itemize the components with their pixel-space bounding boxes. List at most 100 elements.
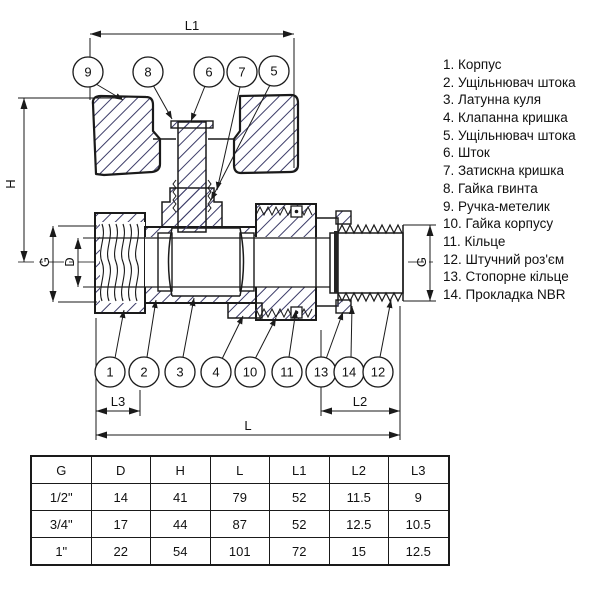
svg-text:1: 1 (106, 365, 113, 380)
stem (177, 121, 207, 233)
part-item: 9. Ручка-метелик (443, 198, 550, 214)
cell: 15 (328, 537, 389, 566)
svg-text:3: 3 (176, 365, 183, 380)
callout-9: 9 (72, 56, 104, 88)
svg-text:14: 14 (342, 365, 356, 380)
valve-drawing-area: L1 H G D G L3 L2 L 9 (3, 18, 438, 440)
cell: 12.5 (388, 537, 449, 566)
cell: 44 (150, 510, 211, 538)
part-item: 4. Клапанна кришка (443, 110, 568, 126)
cell: 87 (209, 510, 270, 538)
svg-text:6: 6 (205, 65, 212, 80)
col-header-h: H (150, 455, 211, 484)
cell: 11.5 (328, 483, 389, 511)
callout-6: 6 (193, 56, 225, 88)
callout-4: 4 (200, 356, 232, 388)
cell: 1/2" (30, 483, 92, 511)
dim-label-g-left: G (37, 257, 52, 267)
part-item: 3. Латунна куля (443, 92, 542, 108)
cell: 22 (90, 537, 151, 566)
part-item: 10. Гайка корпусу (443, 216, 554, 232)
cell: 54 (150, 537, 211, 566)
dimension-labels: L1 H G D G L3 L2 L (3, 18, 429, 433)
cell: 3/4" (30, 510, 92, 538)
dim-label-l1: L1 (185, 18, 199, 33)
col-header-d: D (90, 455, 151, 484)
butterfly-handle (91, 93, 300, 177)
part-item: 1. Корпус (443, 57, 502, 72)
cell: 101 (209, 537, 270, 566)
dimensions-table: G D H L L1 L2 L3 1/2" 14 41 79 52 11.5 9… (30, 455, 450, 566)
callout-12: 12 (362, 356, 394, 388)
svg-text:10: 10 (243, 365, 257, 380)
svg-text:12: 12 (371, 365, 385, 380)
stem-seal-left (172, 179, 177, 213)
nbr-gasket (334, 231, 338, 293)
cell: 52 (269, 483, 330, 511)
col-header-l3: L3 (388, 455, 449, 484)
stop-ring (335, 210, 352, 314)
cell: 41 (150, 483, 211, 511)
table-header-row: G D H L L1 L2 L3 (30, 455, 449, 484)
svg-text:5: 5 (270, 64, 277, 79)
valve-body-female-end (94, 212, 146, 314)
cell: 17 (90, 510, 151, 538)
table-row: 3/4" 17 44 87 52 12.5 10.5 (30, 510, 449, 538)
part-item: 7. Затискна кришка (443, 163, 564, 179)
dim-label-d: D (62, 257, 77, 266)
col-header-l2: L2 (328, 455, 389, 484)
table-row: 1" 22 54 101 72 15 12.5 (30, 537, 449, 566)
dim-label-l3: L3 (111, 394, 125, 409)
svg-text:13: 13 (314, 365, 328, 380)
male-thread-tail (329, 223, 404, 303)
svg-text:11: 11 (280, 365, 294, 380)
cell: 9 (388, 483, 449, 511)
callout-10: 10 (234, 356, 266, 388)
leader-lines (95, 83, 393, 360)
col-header-l1: L1 (269, 455, 330, 484)
col-header-g: G (30, 455, 92, 484)
cell: 52 (269, 510, 330, 538)
part-item: 13. Стопорне кільце (443, 269, 569, 285)
stem-seal-right (207, 179, 212, 213)
callout-2: 2 (128, 356, 160, 388)
dim-label-l2: L2 (353, 394, 367, 409)
stem-nut (170, 120, 214, 129)
svg-text:4: 4 (212, 365, 219, 380)
cell: 1" (30, 537, 92, 566)
part-item: 8. Гайка гвинта (443, 180, 538, 196)
callout-3: 3 (164, 356, 196, 388)
valve-cover (227, 302, 263, 319)
dim-label-g-right: G (414, 257, 429, 267)
svg-text:2: 2 (140, 365, 147, 380)
cell: 12.5 (328, 510, 389, 538)
svg-text:8: 8 (144, 65, 151, 80)
svg-text:9: 9 (84, 65, 91, 80)
cell: 72 (269, 537, 330, 566)
parts-list: 1. Корпус 2. Ущільнювач штока 3. Латунна… (443, 56, 576, 304)
valve-cross-section-drawing: L1 H G D G L3 L2 L 9 (3, 18, 438, 440)
callout-5: 5 (258, 55, 290, 87)
part-item: 12. Штучний роз'єм (443, 251, 565, 267)
part-item: 2. Ущільнювач штока (443, 74, 576, 90)
callout-8: 8 (132, 56, 164, 88)
dimension-lines (18, 30, 436, 440)
callout-7: 7 (226, 56, 258, 88)
part-item: 6. Шток (443, 145, 490, 161)
part-item: 5. Ущільнювач штока (443, 127, 576, 143)
dim-label-l: L (244, 418, 251, 433)
callout-11: 11 (271, 356, 303, 388)
callout-1: 1 (94, 356, 126, 388)
callout-balloons: 9 8 6 7 5 1 2 3 4 10 11 13 14 12 (72, 55, 394, 388)
col-header-l: L (209, 455, 270, 484)
table-row: 1/2" 14 41 79 52 11.5 9 (30, 483, 449, 511)
dim-label-h: H (3, 179, 18, 188)
cell: 10.5 (388, 510, 449, 538)
part-item: 14. Прокладка NBR (443, 286, 566, 302)
svg-text:7: 7 (238, 65, 245, 80)
cell: 14 (90, 483, 151, 511)
brass-ball (157, 227, 255, 297)
cell: 79 (209, 483, 270, 511)
callout-14: 14 (333, 356, 365, 388)
